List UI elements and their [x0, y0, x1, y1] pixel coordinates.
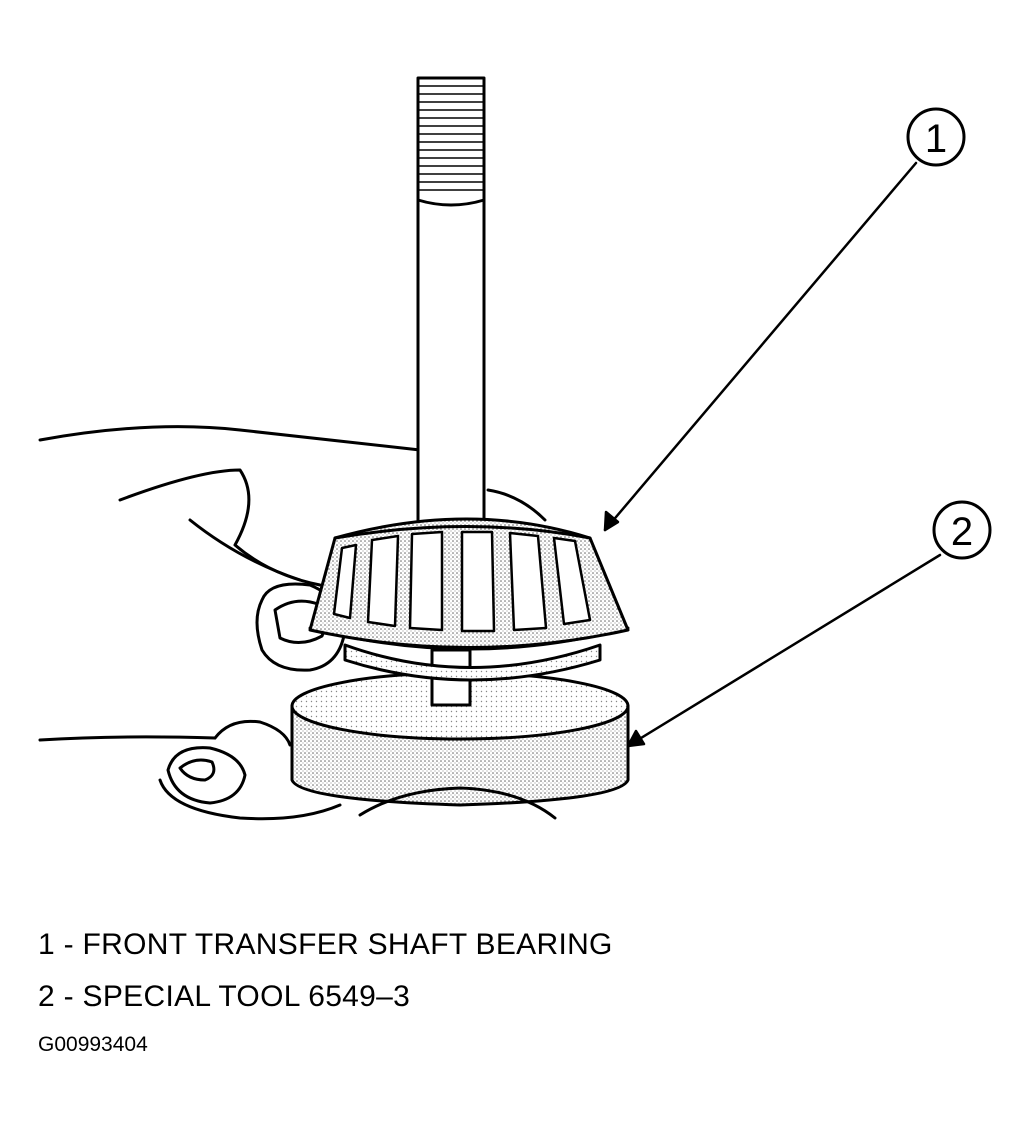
leader-line-2 [626, 553, 942, 748]
leader-line-1 [603, 161, 918, 532]
callout-1: 1 [906, 107, 966, 167]
hand [38, 425, 557, 821]
legend-item-special-tool: 2 - SPECIAL TOOL 6549–3 [38, 980, 411, 1013]
bearing-rollers [332, 530, 592, 633]
rod-threads [417, 85, 485, 191]
callout-2: 2 [932, 500, 992, 560]
svg-text:1: 1 [925, 117, 947, 161]
bearing-installation-illustration: 1 2 [38, 76, 992, 821]
svg-text:2: 2 [951, 510, 973, 554]
figure-id: G00993404 [38, 1033, 148, 1056]
legend-item-bearing: 1 - FRONT TRANSFER SHAFT BEARING [38, 928, 613, 961]
